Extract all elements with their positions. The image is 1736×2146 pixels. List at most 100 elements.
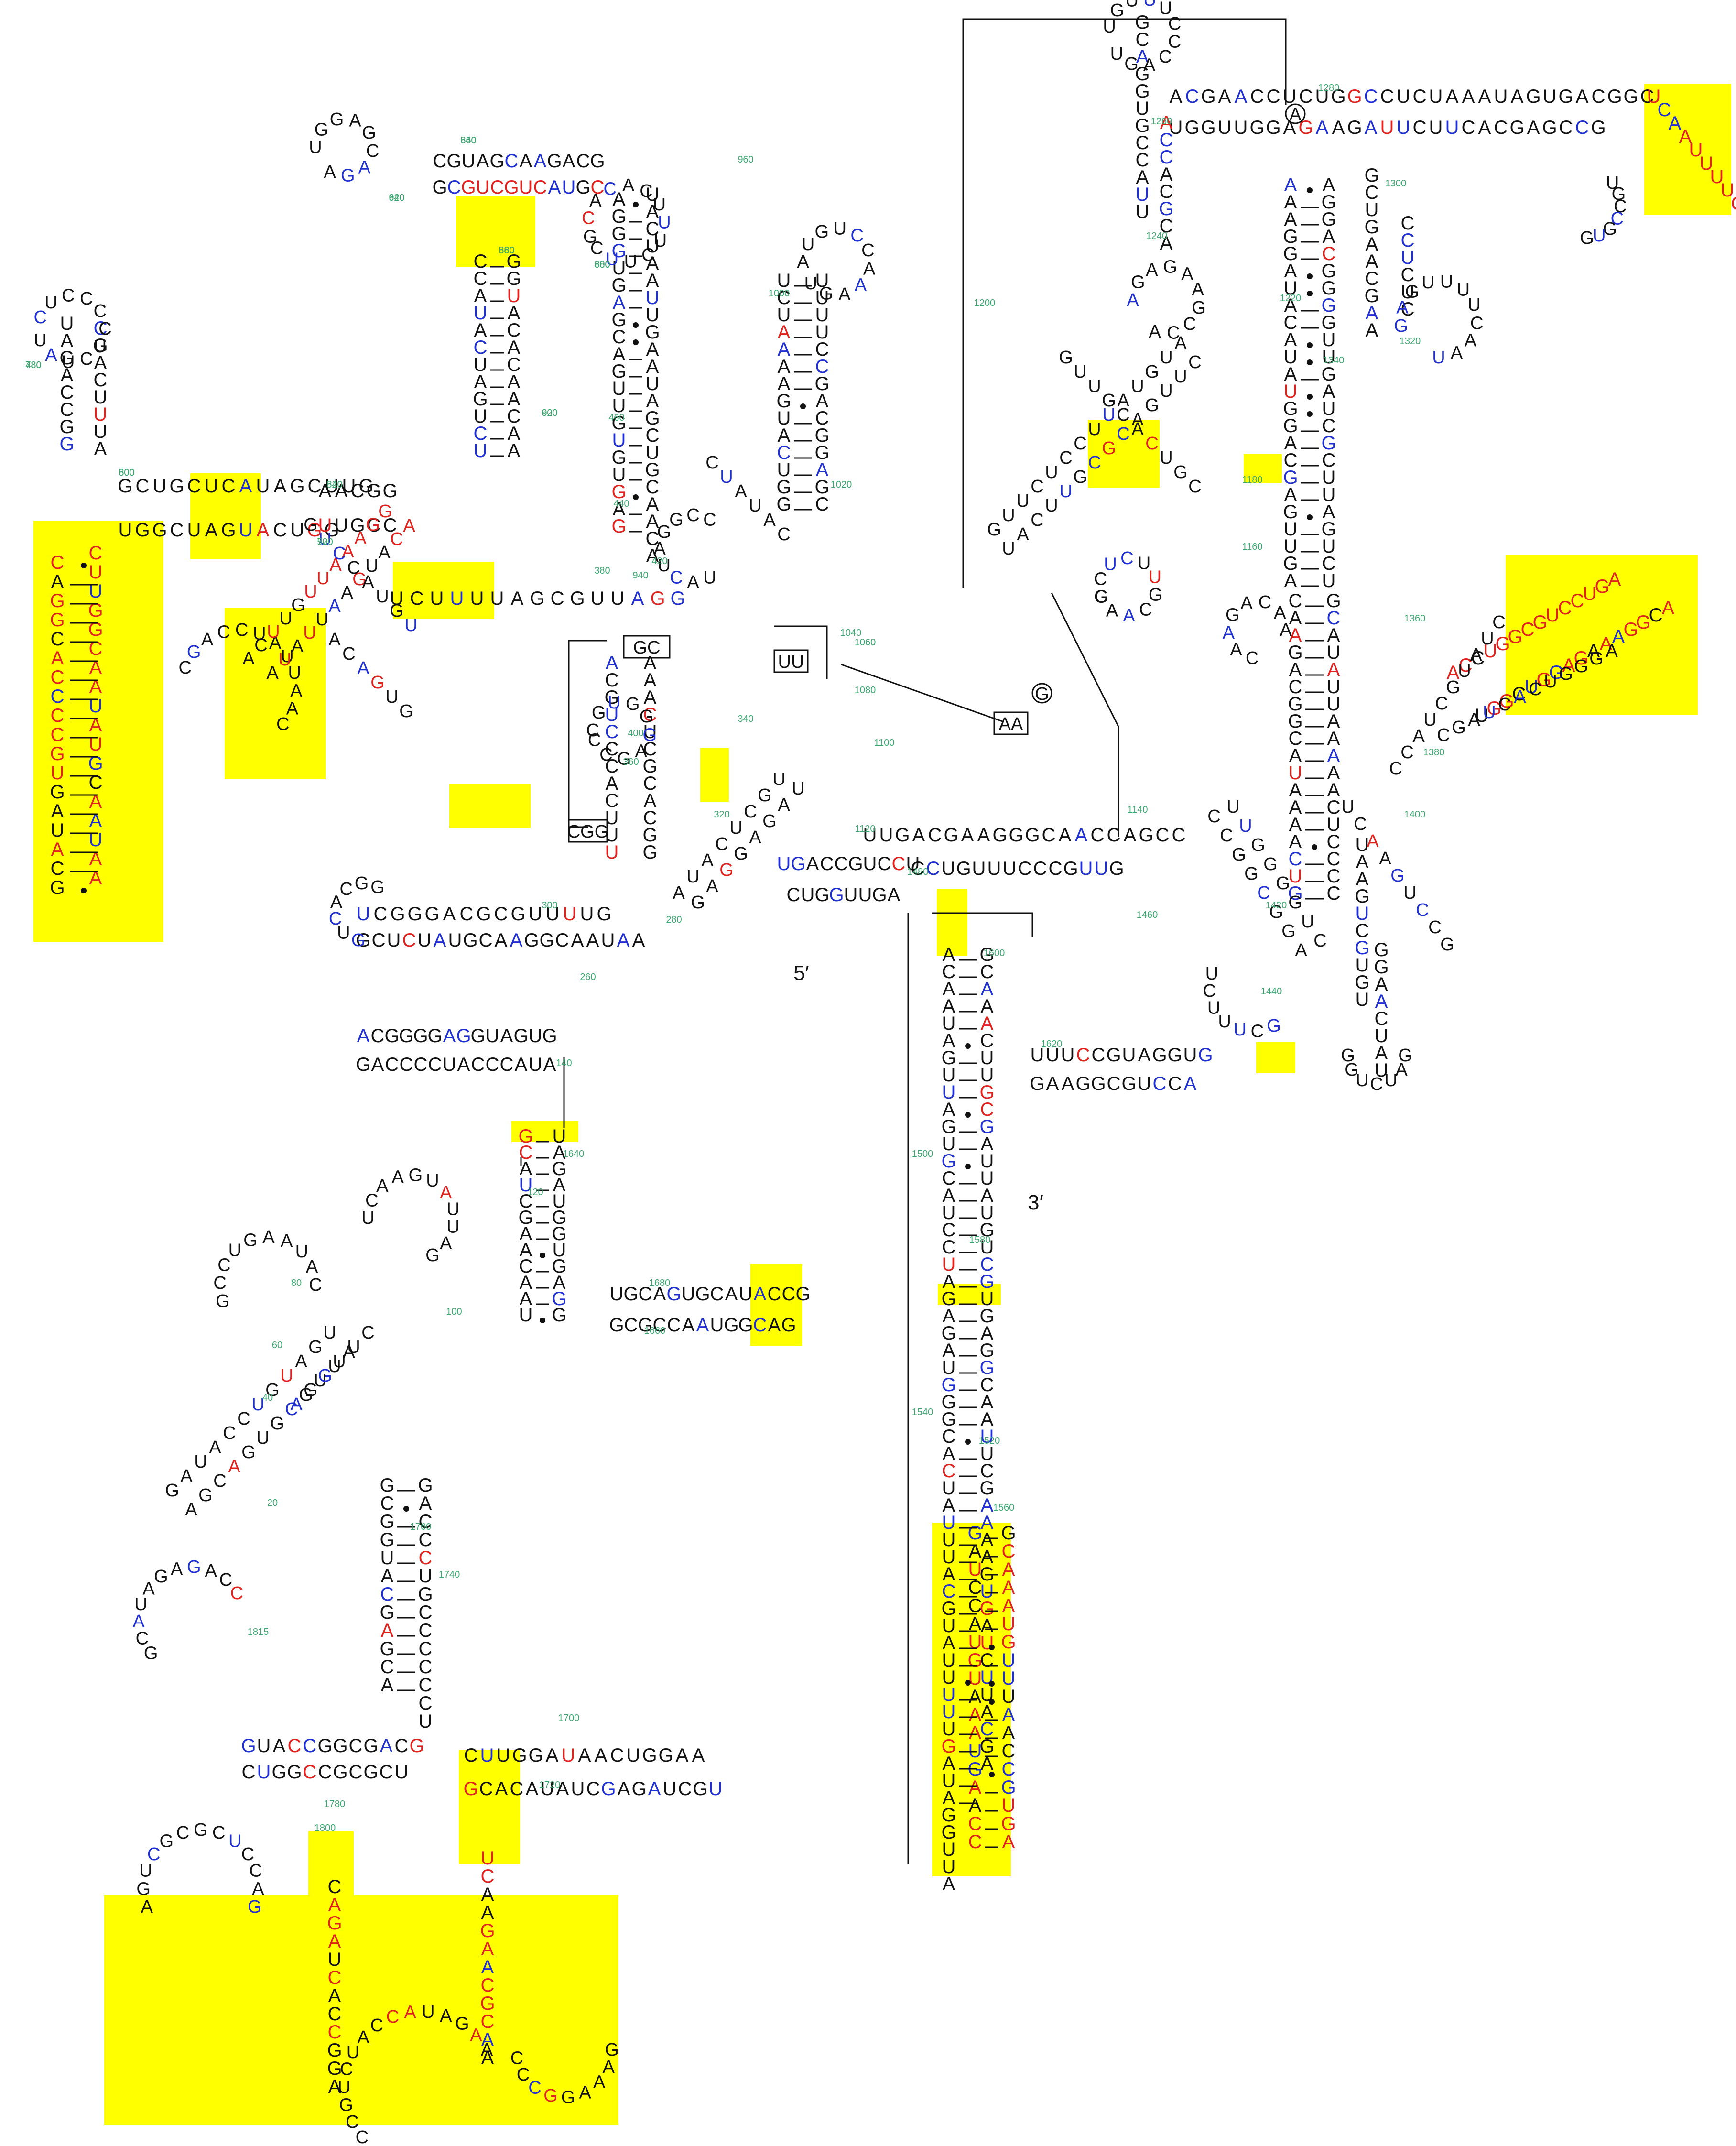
nucleotide: G <box>339 2095 353 2115</box>
nucleotide: C <box>361 1323 374 1343</box>
nucleotide: G <box>1149 585 1163 605</box>
nucleotide: C <box>980 1030 994 1051</box>
nucleotide: U <box>426 1171 439 1191</box>
nucleotide: C <box>1289 676 1302 697</box>
nucleotide: A <box>1284 295 1297 316</box>
nucleotide: C <box>474 268 488 289</box>
nucleotide: C <box>605 790 619 811</box>
nucleotide: G <box>356 1054 370 1075</box>
nucleotide: C <box>980 1254 994 1275</box>
nucleotide: A <box>520 1158 532 1179</box>
nucleotide: C <box>479 930 493 951</box>
nucleotide: A <box>481 1957 494 1978</box>
nucleotide: C <box>490 177 504 198</box>
nucleotide: U <box>1397 117 1410 138</box>
nucleotide: U <box>1494 86 1508 107</box>
nucleotide: C <box>1459 655 1473 676</box>
nucleotide: U <box>653 195 666 215</box>
nucleotide: U <box>562 177 576 198</box>
nucleotide: U <box>980 1288 994 1309</box>
nucleotide: G <box>611 206 626 227</box>
nucleotide: G <box>1326 590 1341 611</box>
nucleotide: C <box>980 1719 994 1740</box>
nucleotide: U <box>256 1428 269 1448</box>
nucleotide: C <box>1401 213 1415 234</box>
nucleotide: A <box>1295 940 1307 960</box>
nucleotide: C <box>349 1735 363 1756</box>
nucleotide: C <box>328 2022 342 2043</box>
nucleotide: U <box>497 1745 510 1766</box>
nucleotide: U <box>1583 583 1597 604</box>
stem-strand: GCAAACUUGCGAUUAUGUCGUGAGGCAAUUCGAAAAGUGA… <box>979 944 994 1774</box>
nucleotide: A <box>676 1745 689 1766</box>
nucleotide: U <box>942 1478 956 1499</box>
nucleotide: G <box>1288 642 1302 663</box>
helix-strand: UCAAUUUUCG <box>1647 86 1736 214</box>
nucleotide: G <box>1623 619 1638 640</box>
nucleotide: C <box>892 853 906 874</box>
nucleotide: G <box>1267 1016 1281 1036</box>
nucleotide: G <box>642 756 657 777</box>
nucleotide: A <box>378 543 391 563</box>
nucleotide: U <box>1149 567 1161 588</box>
nucleotide: A <box>1160 112 1173 133</box>
nucleotide: G <box>1226 605 1240 625</box>
nucleotide: U <box>328 1949 342 1970</box>
nucleotide: C <box>170 520 184 541</box>
nucleotide: U <box>1432 348 1445 368</box>
highlight-region <box>511 1121 578 1142</box>
nucleotide: C <box>942 1237 956 1258</box>
nucleotide: G <box>390 601 404 621</box>
nucleotide: A <box>981 979 994 1000</box>
position-number: 920 <box>389 193 404 203</box>
nucleotide: C <box>980 1099 994 1120</box>
nucleotide: U <box>1046 1045 1060 1066</box>
nucleotide: C <box>1313 931 1326 951</box>
nucleotide: G <box>1163 257 1177 277</box>
nucleotide: G <box>552 1207 566 1228</box>
nucleotide: C <box>136 1628 149 1648</box>
nucleotide: G <box>355 873 369 893</box>
nucleotide: A <box>1396 297 1409 317</box>
nucleotide: C <box>942 1220 956 1241</box>
nucleotide: U <box>1205 964 1218 984</box>
nucleotide: C <box>1322 415 1336 436</box>
nucleotide: U <box>1475 705 1489 726</box>
nucleotide: G <box>979 1357 994 1378</box>
nucleotide: C <box>342 644 355 664</box>
nucleotide: C <box>419 1638 433 1659</box>
nucleotide: G <box>136 1879 151 1899</box>
nucleotide: A <box>520 1223 532 1244</box>
nucleotide: C <box>222 476 236 497</box>
highlight-region <box>750 1264 802 1346</box>
nucleotide: A <box>1123 606 1135 626</box>
nucleotide: G <box>552 1305 566 1326</box>
nucleotide: A <box>510 930 523 951</box>
nucleotide: C <box>419 1675 433 1696</box>
nucleotide: A <box>943 1564 955 1585</box>
nucleotide: A <box>257 520 270 541</box>
nucleotide: A <box>644 670 657 691</box>
nucleotide: G <box>1009 825 1023 846</box>
nucleotide: G <box>795 1284 810 1305</box>
nucleotide: C <box>646 218 660 240</box>
nucleotide: U <box>1079 858 1093 879</box>
nucleotide: A <box>434 930 446 951</box>
position-number: 300 <box>542 900 557 911</box>
nucleotide: C <box>1049 858 1063 879</box>
nucleotide: C <box>1136 29 1150 50</box>
nucleotide: C <box>386 2007 399 2027</box>
nucleotide: C <box>187 476 201 497</box>
nucleotide: A <box>1600 633 1613 654</box>
nucleotide: G <box>1269 902 1283 922</box>
nucleotide: U <box>187 520 201 541</box>
nucleotide: U <box>863 853 877 874</box>
nucleotide: C <box>1428 917 1441 937</box>
